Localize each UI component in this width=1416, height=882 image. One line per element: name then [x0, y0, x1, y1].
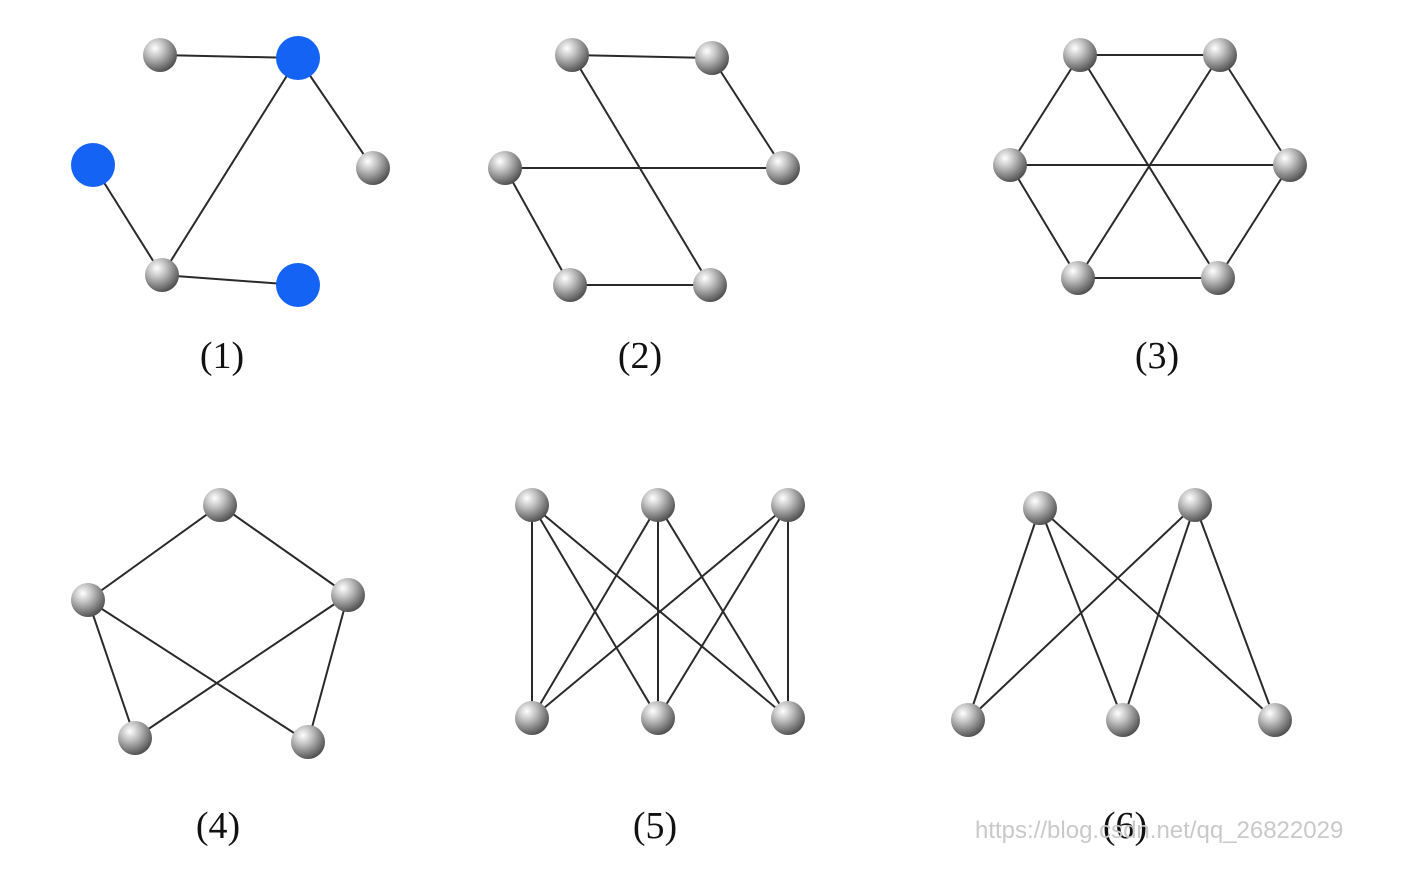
- graph-5-nodes: [515, 488, 805, 735]
- graph-3-node-c: [993, 148, 1027, 182]
- graph-6-node-b3: [1258, 703, 1292, 737]
- graph-2-node-d: [766, 151, 800, 185]
- graph-3-edge-b-d: [1219, 54, 1291, 166]
- graph-1-node-a: [143, 38, 177, 72]
- graph-4-edge-a-c: [219, 504, 349, 596]
- graph-6-edge-t2-b2: [1122, 504, 1196, 721]
- graph-1-node-c: [71, 143, 115, 187]
- graph-4-node-c: [331, 578, 365, 612]
- graph-3-edge-a-c: [1009, 54, 1081, 166]
- graph-4-edge-c-d: [134, 594, 349, 739]
- graph-1-label: (1): [200, 335, 244, 377]
- graph-6-edge-t1-b1: [967, 507, 1041, 721]
- graph-5-edge-t3-b2: [657, 504, 789, 719]
- graph-4-node-e: [291, 725, 325, 759]
- graph-2-nodes: [488, 38, 800, 302]
- graph-1-node-e: [145, 258, 179, 292]
- graph-5-node-b1: [515, 701, 549, 735]
- graph-6-node-b2: [1106, 703, 1140, 737]
- graph-4-node-d: [118, 721, 152, 755]
- graph-1: (1): [71, 36, 390, 377]
- graph-3-node-d: [1273, 148, 1307, 182]
- graph-3-node-e: [1061, 261, 1095, 295]
- graph-3-node-f: [1201, 261, 1235, 295]
- graph-5-edge-t3-b1: [531, 504, 789, 719]
- graph-4-edge-b-e: [87, 599, 309, 743]
- graph-3-edge-c-e: [1009, 164, 1079, 279]
- graph-4-edge-a-b: [87, 504, 221, 601]
- graph-5-node-t1: [515, 488, 549, 522]
- graph-4-edge-b-d: [87, 599, 136, 739]
- graph-5-edges: [531, 504, 789, 719]
- graph-5-node-b3: [771, 701, 805, 735]
- graph-4-node-b: [71, 583, 105, 617]
- graph-2-edge-a-b: [571, 54, 713, 59]
- graph-4-edges: [87, 504, 349, 743]
- graph-3-edge-d-f: [1217, 164, 1291, 279]
- graph-5-label: (5): [633, 805, 677, 847]
- graph-6-edge-t2-b1: [967, 504, 1196, 721]
- graph-1-edge-e-f: [161, 274, 299, 286]
- graph-5-node-t2: [641, 488, 675, 522]
- graph-3-label: (3): [1135, 335, 1179, 377]
- graph-4-label: (4): [196, 805, 240, 847]
- graph-2-node-c: [488, 151, 522, 185]
- graph-4-edge-c-e: [307, 594, 349, 743]
- graph-2-label: (2): [618, 335, 662, 377]
- graph-1-edge-a-b: [159, 54, 299, 59]
- watermark: https://blog.csdn.net/qq_26822029: [975, 817, 1343, 844]
- graph-1-edge-b-e: [161, 57, 299, 276]
- graph-1-node-f: [276, 263, 320, 307]
- graph-1-node-d: [356, 151, 390, 185]
- graph-5-node-b2: [641, 701, 675, 735]
- graph-6-nodes: [951, 488, 1292, 737]
- graph-6-edges: [967, 504, 1276, 721]
- graph-6-node-t2: [1178, 488, 1212, 522]
- graph-2-edge-b-d: [711, 57, 784, 169]
- graph-4-nodes: [71, 488, 365, 759]
- graph-1-edges: [92, 54, 374, 286]
- graph-2-node-a: [555, 38, 589, 72]
- graph-3-edges: [1009, 54, 1291, 279]
- graph-3-nodes: [993, 38, 1307, 295]
- graph-2-node-e: [553, 268, 587, 302]
- graph-2-edge-a-f: [571, 54, 711, 286]
- graph-5: (5): [515, 488, 805, 847]
- graph-1-node-b: [276, 36, 320, 80]
- graph-5-node-t3: [771, 488, 805, 522]
- graph-6-edge-t1-b2: [1039, 507, 1124, 721]
- graph-1-nodes: [71, 36, 390, 307]
- graph-2: (2): [488, 38, 800, 377]
- graph-3-edge-b-e: [1077, 54, 1221, 279]
- graph-1-edge-b-d: [297, 57, 374, 169]
- graph-6-label: (6): [1103, 805, 1147, 847]
- graph-6-node-b1: [951, 703, 985, 737]
- graph-2-edge-c-e: [504, 167, 571, 286]
- graph-5-edge-t2-b1: [531, 504, 659, 719]
- graph-3-node-b: [1203, 38, 1237, 72]
- graph-6-node-t1: [1023, 491, 1057, 525]
- graph-2-node-b: [695, 41, 729, 75]
- graph-4-node-a: [203, 488, 237, 522]
- graph-6: (6): [951, 488, 1292, 847]
- graph-3: (3): [993, 38, 1307, 377]
- graph-2-node-f: [693, 268, 727, 302]
- graph-3-node-a: [1063, 38, 1097, 72]
- graph-6-edge-t2-b3: [1194, 504, 1276, 721]
- graph-2-edges: [504, 54, 784, 286]
- graph-4: (4): [71, 488, 365, 847]
